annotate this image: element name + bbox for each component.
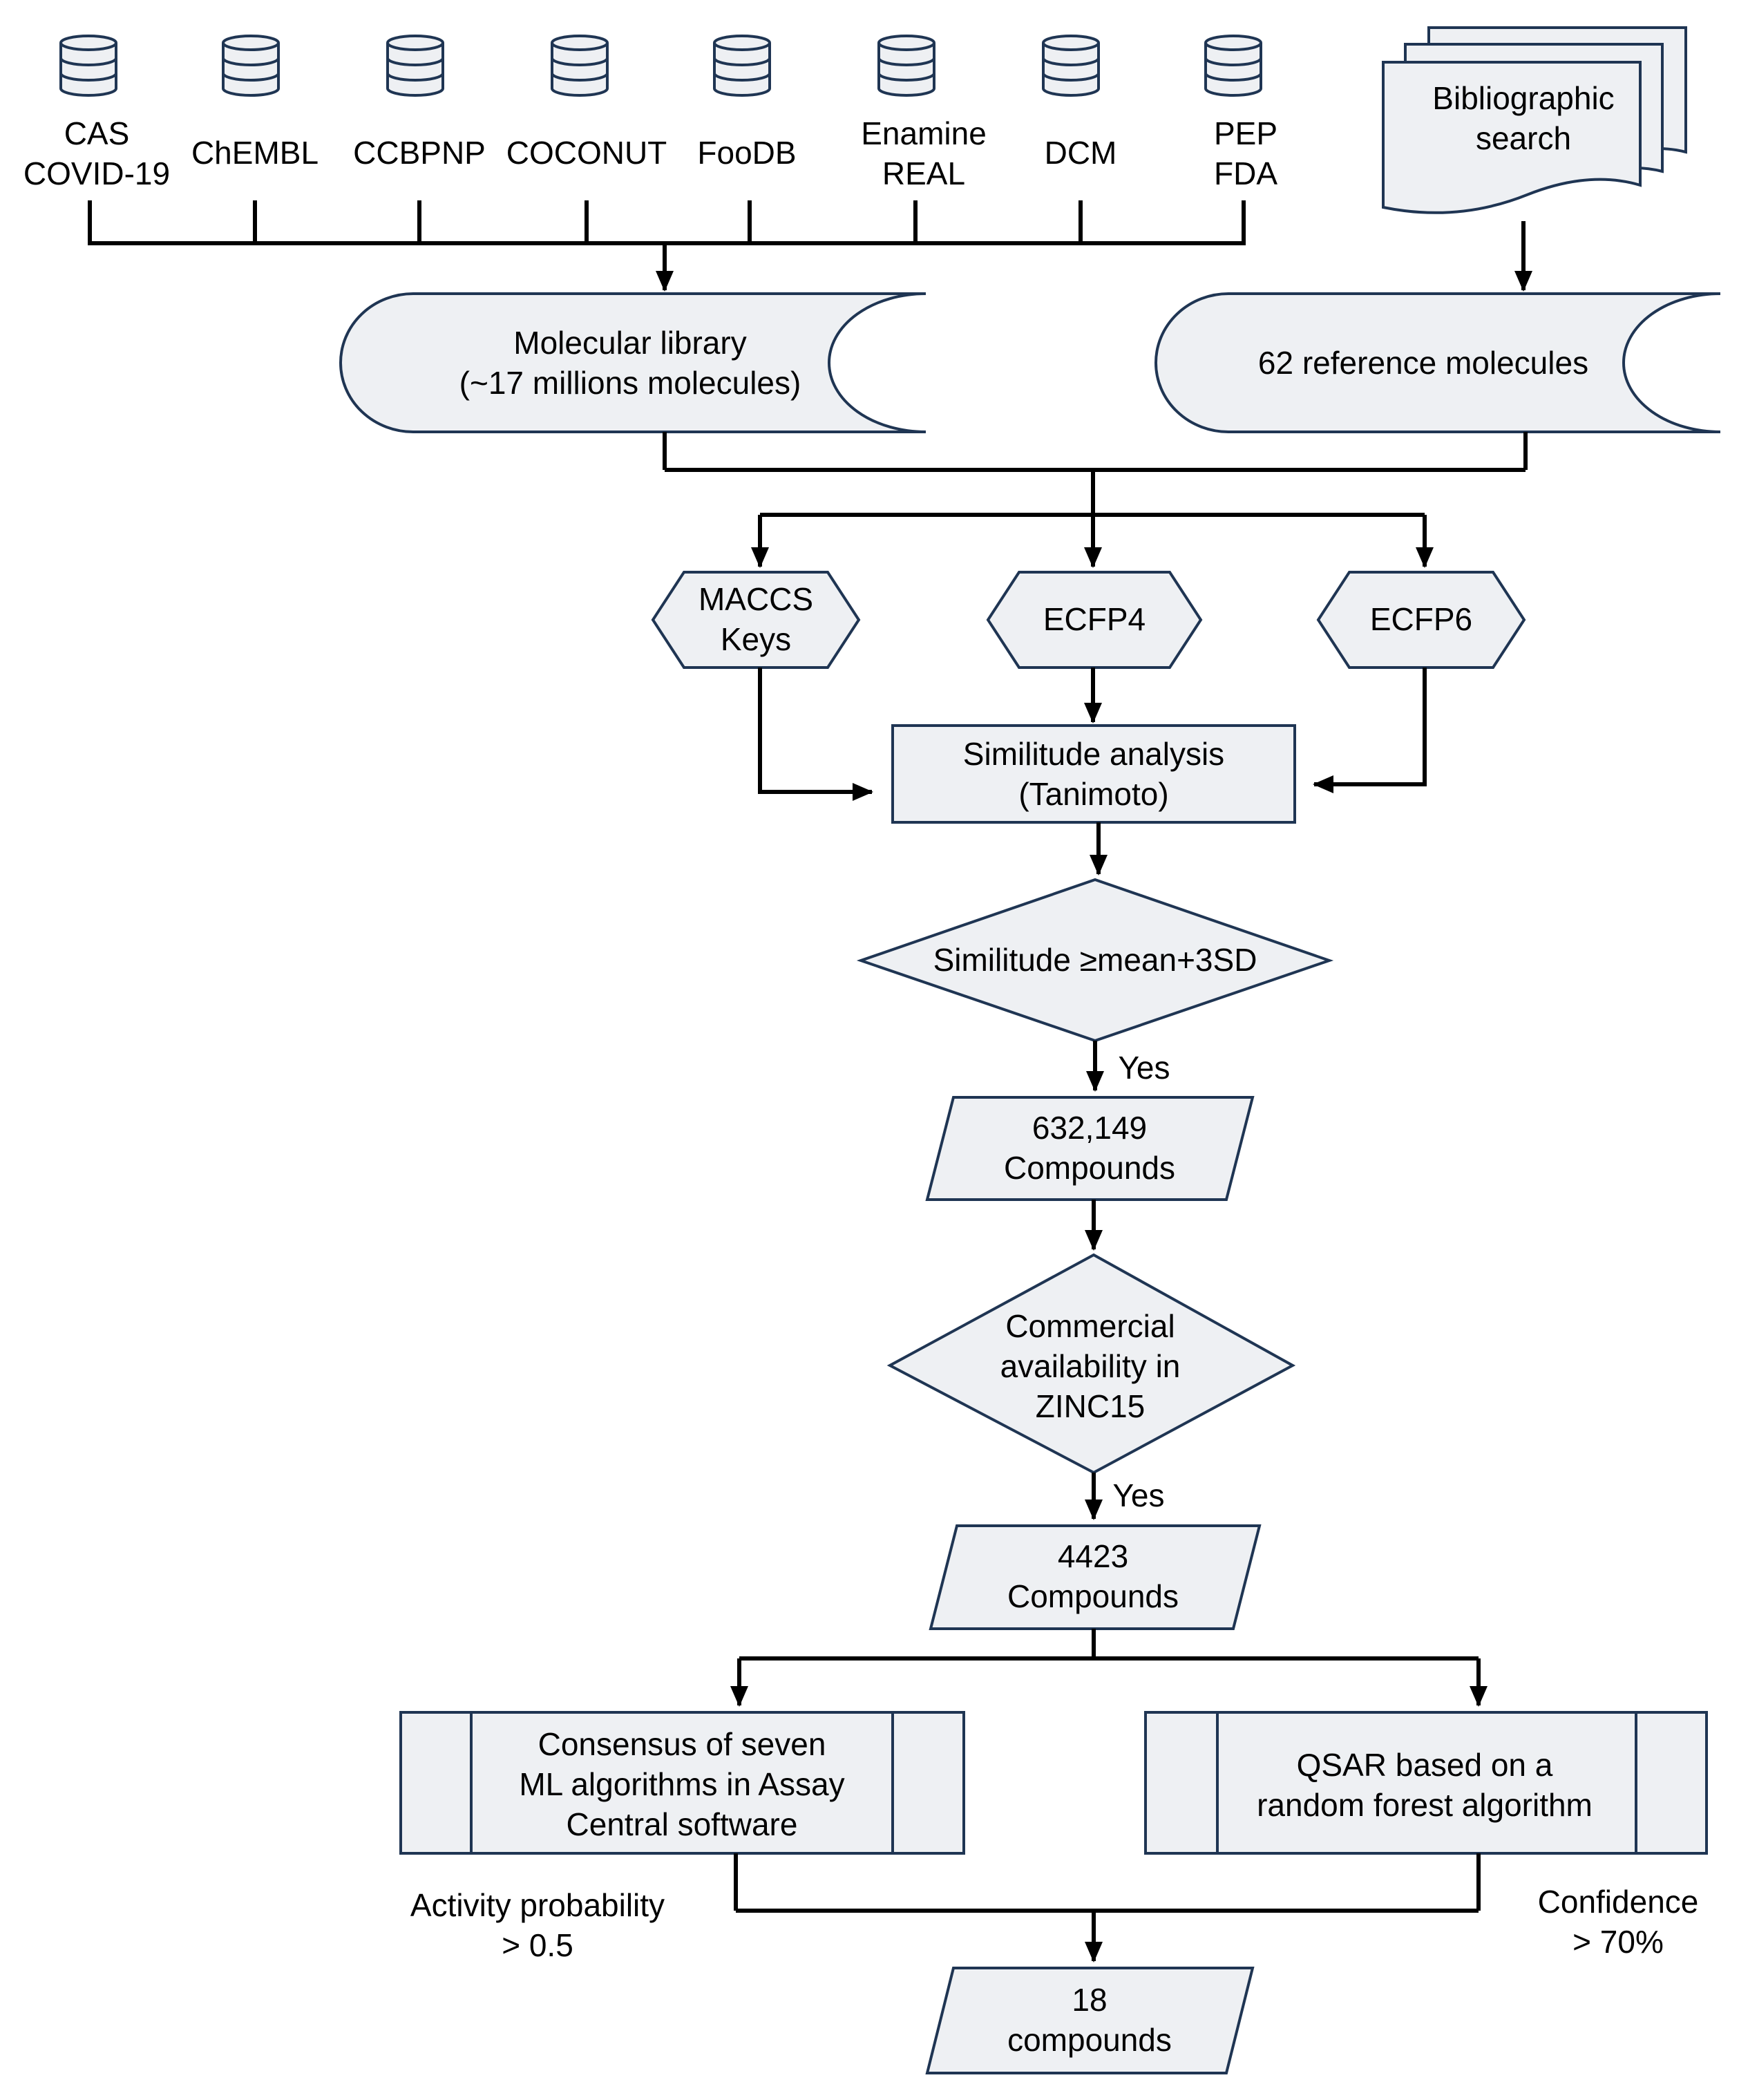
similitude-analysis-box: [891, 724, 1296, 824]
result2-label-1: 4423: [1058, 1538, 1128, 1574]
maccs-keys-label-2: Keys: [721, 621, 791, 657]
maccs-keys-label-1: MACCS: [699, 581, 813, 617]
result3-label-2: compounds: [1007, 2022, 1172, 2058]
db-label-cas-1: CAS: [64, 115, 130, 151]
qsar-label-1: QSAR based on a: [1297, 1747, 1553, 1783]
db-label-foodb: FooDB: [697, 135, 796, 171]
molecular-library-stored-data: [339, 292, 926, 433]
arrow-maccs-to-similitude: [758, 668, 873, 801]
db-label-coconut: COCONUT: [506, 135, 667, 171]
bibliographic-search-label-2: search: [1476, 120, 1571, 156]
database-icon-chembl: [222, 35, 280, 97]
database-icon-foodb: [713, 35, 771, 97]
activity-probability-label-1: Activity probability: [410, 1887, 665, 1923]
bibliographic-search-document: [1382, 26, 1687, 214]
assay-central-label-1: Consensus of seven: [538, 1726, 826, 1762]
database-icon-cas: [59, 35, 117, 97]
qsar-label-2: random forest algorithm: [1257, 1787, 1593, 1823]
processes-merge-connector: [734, 1853, 1481, 1913]
assay-central-label-2: ML algorithms in Assay: [519, 1766, 844, 1802]
result3-label-1: 18: [1072, 1982, 1107, 2018]
decision1-yes-label: Yes: [1118, 1050, 1170, 1086]
db-label-enamine-1: Enamine: [861, 115, 987, 151]
maccs-keys-hexagon: [651, 571, 861, 669]
result2-label-2: Compounds: [1007, 1578, 1179, 1614]
db-label-ccbpnp: CCBPNP: [353, 135, 486, 171]
confidence-label-2: > 70%: [1572, 1924, 1664, 1960]
similitude-analysis-label-1: Similitude analysis: [963, 736, 1224, 772]
ecfp4-label: ECFP4: [1043, 601, 1146, 637]
reference-molecules-stored-data: [1154, 292, 1721, 433]
similitude-threshold-label: Similitude ≥mean+3SD: [933, 942, 1257, 978]
confidence-label-1: Confidence: [1538, 1884, 1699, 1920]
similitude-analysis-label-2: (Tanimoto): [1018, 776, 1168, 812]
database-icon-pep: [1204, 35, 1262, 97]
result1-label-2: Compounds: [1004, 1150, 1175, 1186]
assay-central-process: [399, 1711, 965, 1855]
library-references-merge-connector: [663, 432, 1528, 517]
db-label-dcm: DCM: [1045, 135, 1117, 171]
commercial-availability-label-1: Commercial: [1005, 1308, 1175, 1344]
commercial-availability-label-3: ZINC15: [1036, 1388, 1145, 1424]
molecular-library-label-2: (~17 millions molecules): [459, 365, 801, 401]
db-label-pep-1: PEP: [1214, 115, 1277, 151]
result1-label-1: 632,149: [1032, 1110, 1147, 1146]
db-label-chembl: ChEMBL: [191, 135, 319, 171]
db-label-cas-2: COVID-19: [23, 155, 170, 191]
ecfp6-label: ECFP6: [1370, 601, 1472, 637]
database-icon-ccbpnp: [386, 35, 444, 97]
assay-central-label-3: Central software: [567, 1806, 798, 1842]
qsar-random-forest-process: [1144, 1711, 1708, 1855]
database-icon-enamine: [877, 35, 935, 97]
reference-molecules-label: 62 reference molecules: [1258, 345, 1588, 381]
bibliographic-search-label-1: Bibliographic: [1432, 80, 1614, 116]
db-label-enamine-2: REAL: [882, 155, 965, 191]
arrow-ecfp6-to-similitude: [1313, 668, 1427, 793]
molecular-library-label-1: Molecular library: [513, 325, 746, 361]
ecfp4-hexagon: [986, 571, 1203, 669]
database-icon-dcm: [1042, 35, 1100, 97]
result-4423-compounds: [929, 1524, 1262, 1630]
activity-probability-label-2: > 0.5: [502, 1927, 573, 1963]
decision2-yes-label: Yes: [1112, 1477, 1164, 1513]
commercial-availability-label-2: availability in: [1000, 1348, 1181, 1384]
result2-split-connector: [739, 1629, 1479, 1661]
database-icon-coconut: [551, 35, 609, 97]
db-label-pep-2: FDA: [1214, 155, 1277, 191]
database-bus-connector: [88, 200, 1246, 245]
result-18-compounds: [925, 1967, 1255, 2074]
ecfp6-hexagon: [1316, 571, 1526, 669]
result-632149-compounds: [925, 1096, 1255, 1201]
